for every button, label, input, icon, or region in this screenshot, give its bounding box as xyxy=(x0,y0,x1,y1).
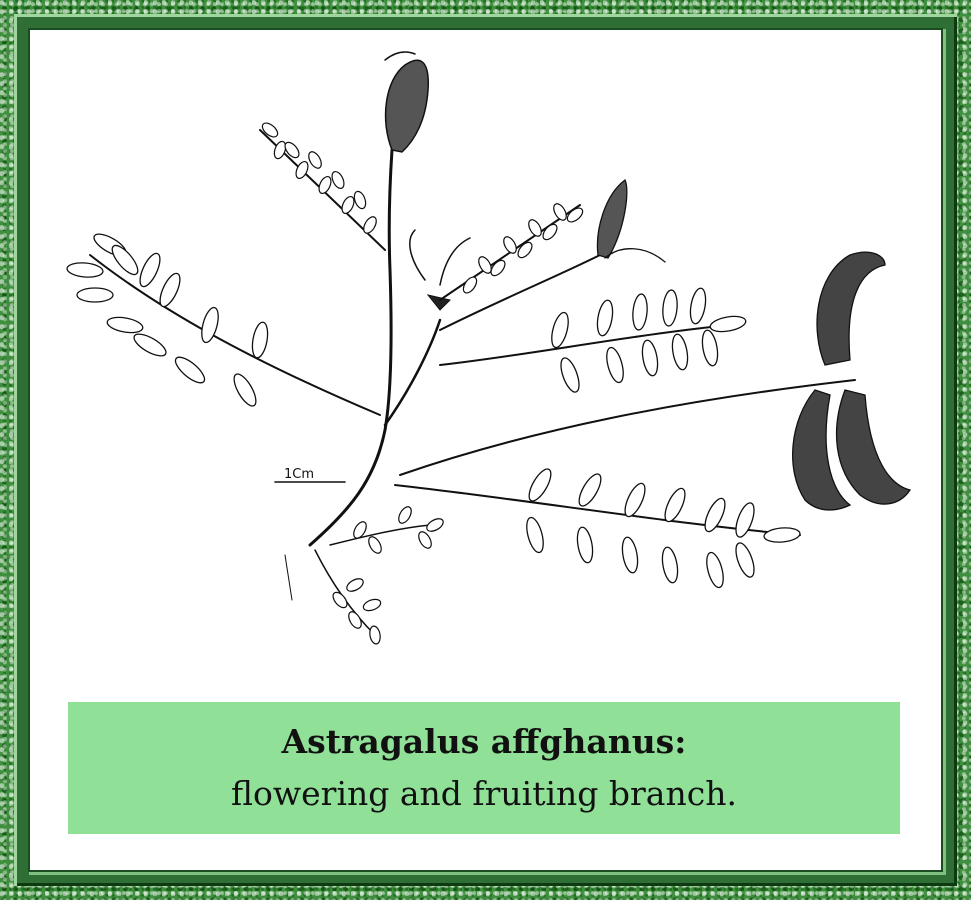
botanical-illustration xyxy=(30,30,941,680)
caption-subtitle: flowering and fruiting branch. xyxy=(231,774,737,813)
scale-bar-label: 1Cm xyxy=(284,467,315,482)
caption-title: Astragalus affghanus: xyxy=(281,722,687,761)
caption-box: Astragalus affghanus: flowering and frui… xyxy=(68,702,900,834)
illustration-panel: 1Cm Astragalus affghanus: flowering and … xyxy=(30,30,941,870)
